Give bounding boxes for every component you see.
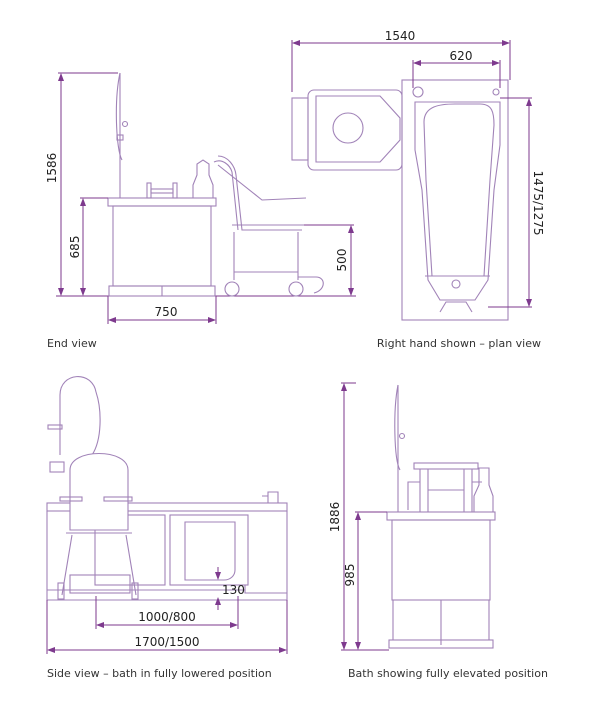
bath-tap — [146, 182, 178, 199]
dim-1886: 1886 — [328, 502, 342, 533]
transfer-chair-side — [213, 155, 324, 297]
dim-1586: 1586 — [45, 153, 59, 184]
wheel-icon — [224, 281, 240, 297]
bath-elevated-body — [386, 511, 496, 649]
side-view-caption: Side view – bath in fully lowered positi… — [47, 667, 272, 680]
end-view: 1586 685 750 500 End view — [45, 72, 356, 350]
dim-500: 500 — [335, 249, 349, 272]
shower-hose — [47, 376, 101, 473]
bath-lift-column — [192, 159, 214, 198]
dim-1000-800: 1000/800 — [138, 610, 196, 624]
wheel-icon — [288, 281, 304, 297]
dim-1475-1275: 1475/1275 — [531, 170, 545, 235]
plan-view-caption: Right hand shown – plan view — [377, 337, 541, 350]
dim-130: 130 — [222, 583, 245, 597]
side-view: 130 1000/800 1700/1500 Side view – bath … — [46, 376, 288, 680]
dim-750: 750 — [155, 305, 178, 319]
shower-pole — [115, 72, 129, 198]
dim-985: 985 — [343, 564, 357, 587]
transfer-chair-top — [291, 89, 403, 171]
dim-685: 685 — [68, 236, 82, 259]
elevated-view: 1886 985 Bath showing fully elevated pos… — [328, 382, 548, 680]
drain-icon — [451, 279, 461, 289]
dim-620: 620 — [450, 49, 473, 63]
raised-chair — [407, 462, 494, 512]
pole-base-icon — [412, 86, 424, 98]
wheel-icon — [131, 582, 139, 600]
plan-view: 1540 620 1475/1275 Right hand shown – pl… — [291, 29, 545, 350]
elevated-view-caption: Bath showing fully elevated position — [348, 667, 548, 680]
dim-1700-1500: 1700/1500 — [134, 635, 199, 649]
shower-pole — [394, 384, 406, 512]
bath-outline — [401, 79, 509, 321]
bath-inner-basin — [414, 101, 501, 301]
end-view-caption: End view — [47, 337, 97, 350]
wheel-icon — [57, 582, 65, 600]
tap-icon — [492, 88, 500, 96]
transfer-chair-front — [57, 453, 139, 600]
bath-end-body — [107, 197, 217, 297]
dim-1540: 1540 — [385, 29, 416, 43]
